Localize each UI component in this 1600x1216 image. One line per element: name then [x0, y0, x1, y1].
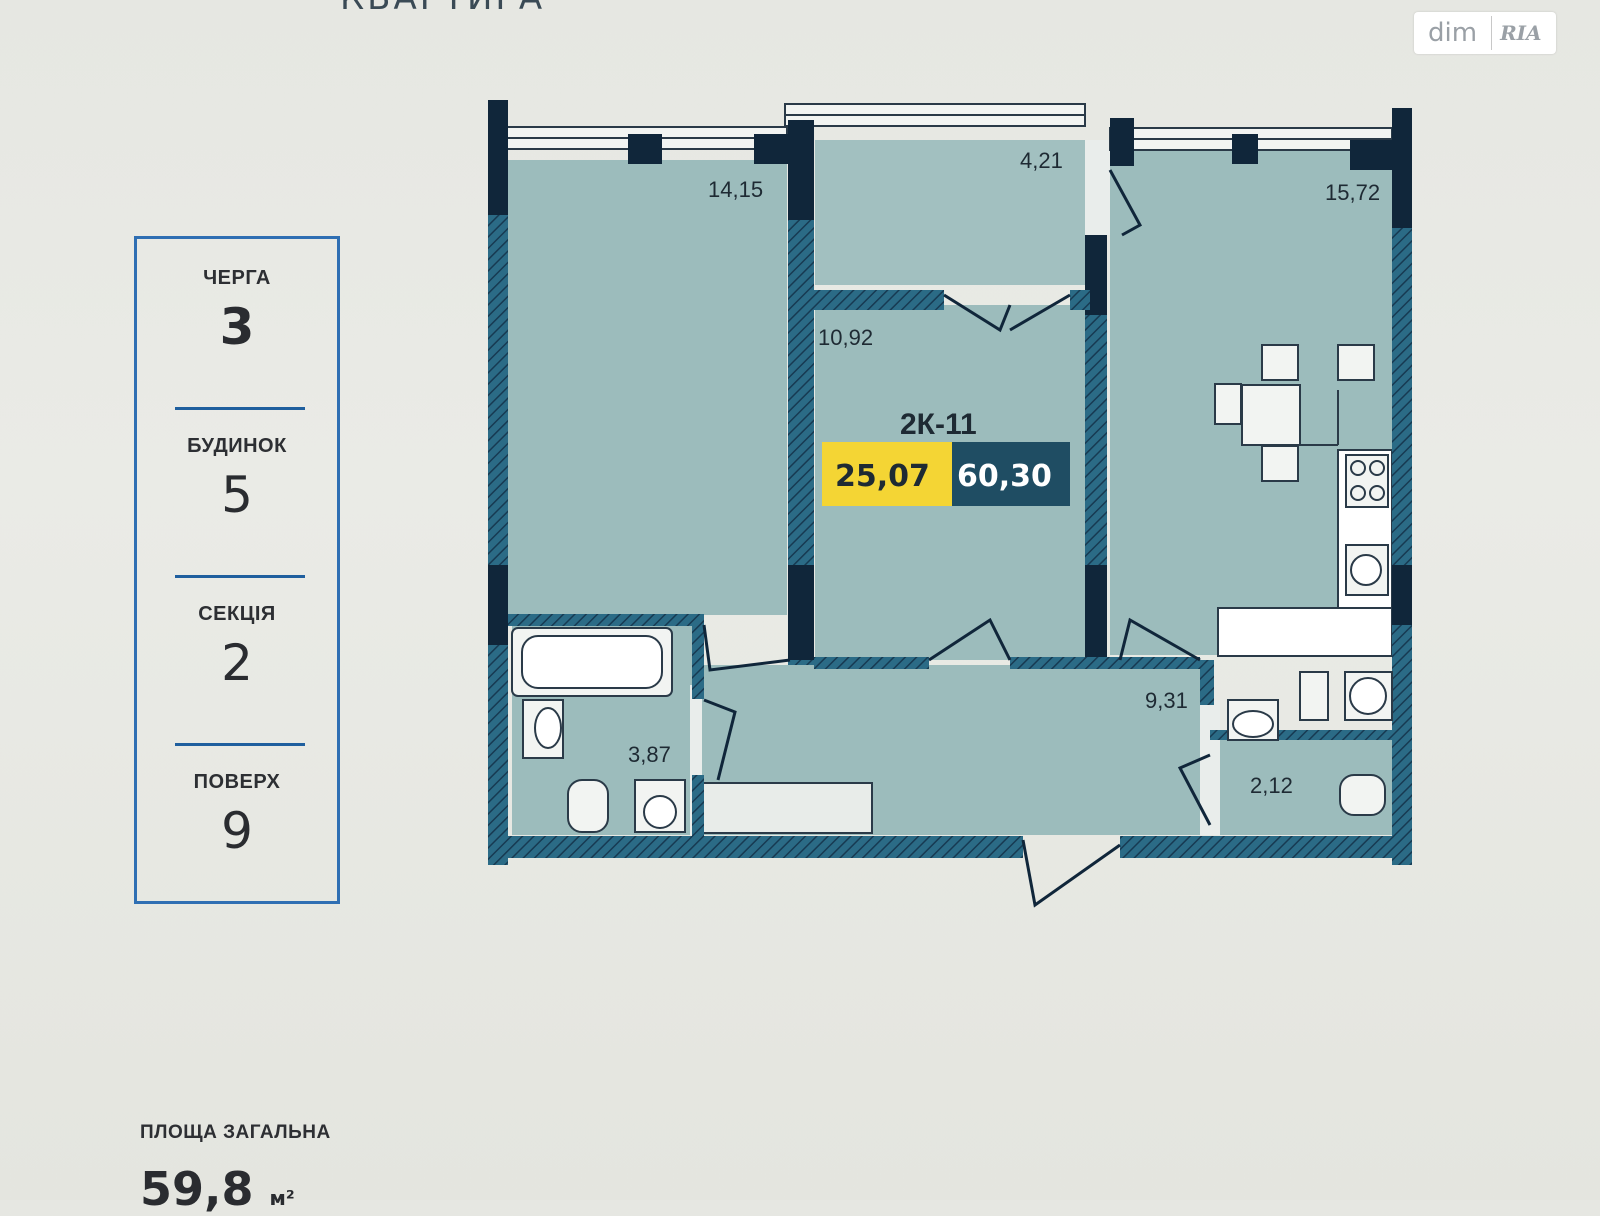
wall — [1392, 108, 1412, 865]
wall — [814, 657, 929, 669]
info-section-label: СЕКЦІЯ — [198, 603, 276, 625]
wall — [1392, 565, 1412, 625]
walls — [488, 100, 1412, 865]
room-area-bedroom-center: 10,92 — [818, 325, 873, 350]
wall — [788, 565, 814, 660]
wall — [788, 120, 814, 220]
apartment-info-box: ЧЕРГА 3 БУДИНОК 5 СЕКЦІЯ 2 ПОВЕРХ 9 — [134, 236, 340, 904]
fixtures — [511, 344, 1393, 833]
wall — [508, 836, 1023, 858]
wall — [508, 614, 703, 626]
wall — [754, 134, 788, 164]
room-area-balcony: 4,21 — [1020, 148, 1063, 173]
wall — [628, 134, 662, 164]
wall — [488, 100, 508, 215]
room-area-wc: 2,12 — [1250, 773, 1293, 798]
info-divider — [175, 575, 305, 578]
room-area-bedroom-left: 14,15 — [708, 177, 763, 202]
info-building: БУДИНОК 5 — [137, 435, 337, 524]
wall — [488, 565, 508, 645]
wall — [1120, 836, 1412, 858]
dining-table — [1241, 384, 1301, 446]
wall — [1085, 235, 1107, 315]
total-area-label: ПЛОЩА ЗАГАЛЬНА — [140, 1122, 331, 1143]
info-floor-label: ПОВЕРХ — [193, 771, 281, 793]
page-title: КВАРТИРА — [340, 0, 545, 18]
wall — [1085, 235, 1107, 665]
wc-fixture — [1299, 671, 1329, 721]
info-queue-value: 3 — [219, 298, 255, 356]
watermark-dim: dim — [1414, 16, 1493, 50]
wall — [1232, 134, 1258, 164]
info-section-value: 2 — [221, 634, 253, 692]
wc-toilet — [1339, 774, 1386, 816]
info-building-value: 5 — [221, 466, 253, 524]
info-divider — [175, 743, 305, 746]
living-area-value: 25,07 — [835, 459, 930, 494]
wall — [1350, 140, 1392, 170]
wall — [1392, 108, 1412, 228]
light-gap — [1085, 140, 1110, 235]
wall — [1110, 118, 1134, 166]
kitchen-counter-bottom — [1217, 607, 1393, 657]
toilet — [567, 779, 609, 833]
living-area-badge — [822, 442, 952, 506]
total-area-badge — [952, 442, 1070, 506]
room-bedroom-left — [505, 160, 787, 615]
info-floor: ПОВЕРХ 9 — [137, 771, 337, 860]
info-section: СЕКЦІЯ 2 — [137, 603, 337, 692]
watermark-logo: dim RIA — [1414, 12, 1556, 54]
room-balcony — [815, 140, 1085, 285]
info-queue: ЧЕРГА 3 — [137, 267, 337, 356]
doors — [702, 169, 1212, 908]
watermark-ria: RIA — [1500, 21, 1542, 45]
wall — [1010, 657, 1200, 669]
wall — [1210, 730, 1398, 740]
wardrobe — [701, 782, 873, 834]
room-area-hallway: 9,31 — [1145, 688, 1188, 713]
wall — [692, 775, 704, 837]
wall — [692, 614, 704, 699]
info-divider — [175, 407, 305, 410]
wall — [1070, 290, 1090, 310]
apartment-code: 2К-11 — [900, 408, 977, 441]
info-queue-label: ЧЕРГА — [203, 267, 271, 289]
wall — [488, 100, 508, 865]
wall — [1085, 565, 1107, 660]
info-floor-value: 9 — [221, 802, 253, 860]
info-building-label: БУДИНОК — [187, 435, 287, 457]
total-area-badge-value: 60,30 — [957, 459, 1052, 494]
wall — [1200, 660, 1214, 705]
room-area-kitchen-living: 15,72 — [1325, 180, 1380, 205]
wall — [814, 290, 944, 310]
room-area-bathroom: 3,87 — [628, 742, 671, 767]
